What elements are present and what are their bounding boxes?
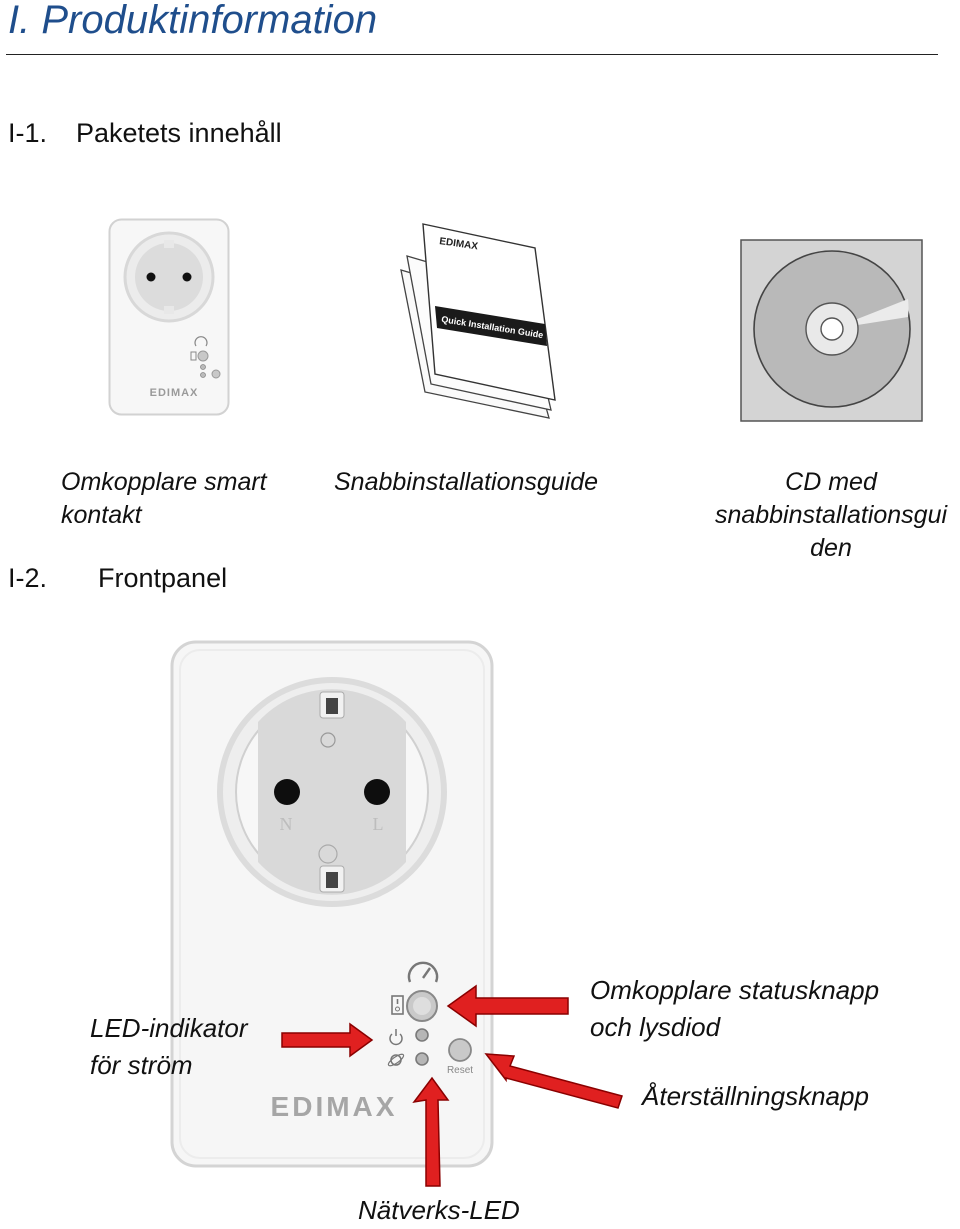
caption-guide: Snabbinstallationsguide — [334, 466, 598, 499]
network-led — [415, 1052, 429, 1066]
callout-status: Omkopplare statusknapp och lysdiod — [590, 972, 879, 1046]
chapter-divider — [6, 54, 938, 55]
callout-line: och lysdiod — [590, 1012, 721, 1042]
switch-icon — [391, 995, 404, 1015]
callout-reset: Återställningsknapp — [642, 1081, 869, 1111]
caption-line: snabbinstallationsgui — [714, 501, 948, 529]
cd-image — [740, 239, 923, 422]
guide-brand-logo: EDIMAX — [439, 236, 479, 252]
callout-power-led: LED-indikator för ström — [90, 1010, 248, 1084]
neutral-marking: N — [280, 814, 293, 834]
chapter-title: I. Produktinformation — [8, 0, 378, 42]
brand-logo-small: EDIMAX — [150, 387, 199, 399]
reset-button — [448, 1038, 472, 1062]
section-title-2: Frontpanel — [98, 563, 228, 593]
caption-line: den — [810, 534, 852, 562]
arrow-status — [446, 984, 569, 1028]
caption-line: kontakt — [61, 501, 142, 529]
callout-line: för ström — [90, 1050, 193, 1080]
arrow-reset — [484, 1053, 623, 1109]
quick-installation-guide-image: EDIMAX Quick Installation Guide — [400, 223, 556, 419]
section-number-1: I-1. — [8, 118, 48, 148]
callout-network: Nätverks-LED — [358, 1195, 520, 1225]
callout-line: Omkopplare statusknapp — [590, 975, 880, 1005]
section-number-2: I-2. — [8, 563, 48, 593]
power-led — [415, 1028, 429, 1042]
caption-line: Snabbinstallationsguide — [334, 468, 599, 496]
meter-icon — [407, 961, 439, 983]
power-icon — [389, 1033, 403, 1046]
section-title-1: Paketets innehåll — [76, 118, 282, 148]
arrow-network — [412, 1076, 450, 1187]
brand-logo: EDIMAX — [271, 1091, 398, 1122]
caption-smart-plug: Omkopplare smart kontakt — [61, 466, 267, 532]
arrow-power-led — [281, 1022, 374, 1058]
front-panel-image: N L Reset EDIMAX — [170, 640, 494, 1168]
caption-cd: CD med snabbinstallationsgui den — [700, 466, 960, 565]
caption-line: Omkopplare smart — [61, 468, 267, 496]
smart-plug-image: EDIMAX — [108, 218, 230, 416]
reset-label: Reset — [447, 1065, 473, 1076]
live-marking: L — [373, 814, 384, 834]
caption-line: CD med — [785, 468, 877, 496]
callout-line: LED-indikator — [90, 1013, 248, 1043]
